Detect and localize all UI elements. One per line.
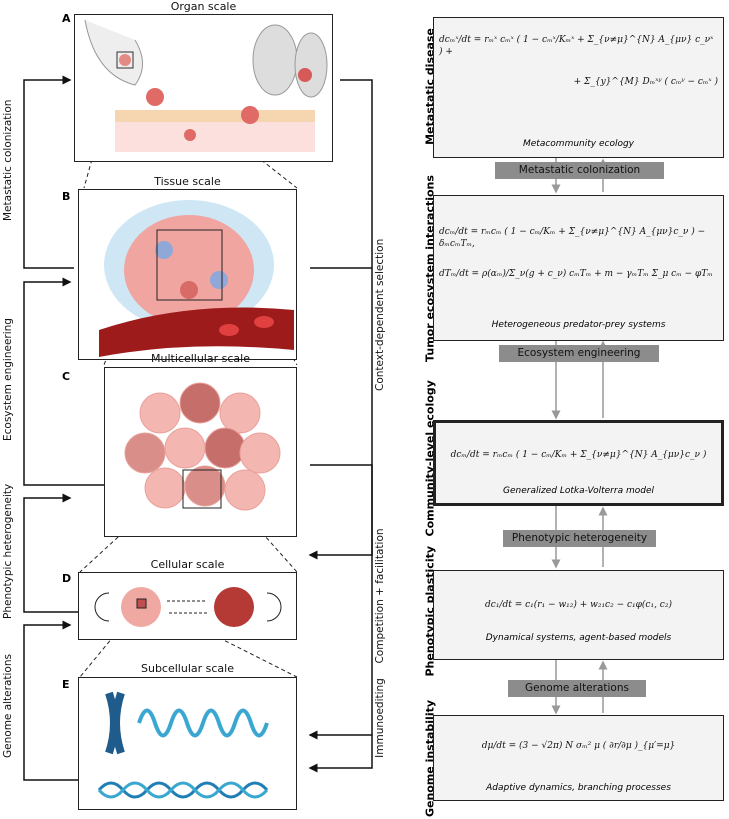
eq-box-community-ecology: dcₘ/dt = rₘcₘ ( 1 − cₘ/Kₘ + Σ_{ν≠μ}^{N} … [433,420,724,506]
caption: Heterogeneous predator-prey systems [491,320,666,330]
tissue-illustration [99,200,294,357]
panel-cellular-scale [78,572,297,640]
equation-line: dcₘ/dt = rₘcₘ ( 1 − cₘ/Kₘ + Σ_{ν≠μ}^{N} … [450,450,707,460]
transition-genome-alterations: Genome alterations [508,680,646,697]
panel-multicellular-scale [104,367,297,537]
panel-c-letter: C [62,370,71,383]
label-metastatic-colonization: Metastatic colonization [2,99,14,221]
eq-box-tumor-ecosystem: dcₘ/dt = rₘcₘ ( 1 − cₘ/Kₘ + Σ_{ν≠μ}^{N} … [433,195,724,341]
panel-d-letter: D [62,572,72,585]
panel-d-title: Cellular scale [150,558,225,571]
caption: Dynamical systems, agent-based models [485,633,672,643]
panel-e-letter: E [62,678,70,691]
panel-organ-scale [74,14,333,162]
panel-subcellular-scale [78,677,297,810]
panel-e-title: Subcellular scale [141,662,234,675]
equation-line: dTₘ/dt = ρ(αₘ)/Σ_ν(g + c_ν) cₘTₘ + m − γ… [439,269,713,279]
transition-ecosystem-engineering: Ecosystem engineering [499,345,659,362]
dna-illustration [97,691,269,799]
transition-metastatic-colonization: Metastatic colonization [495,162,664,179]
label-context-dependent-selection: Context-dependent selection [374,238,386,391]
caption: Adaptive dynamics, branching processes [486,783,671,793]
equation-line: dc₁/dt = c₁(r₁ − w₁₂) + w₂₁c₂ − c₁φ(c₁, … [485,600,672,610]
organ-illustration [84,19,328,152]
eq-box-metastatic-disease: dcₘˣ/dt = rₘˣ cₘˣ ( 1 − cₘˣ/Kₘˣ + Σ_{ν≠μ… [433,17,724,158]
equation-line: dcₘ/dt = rₘcₘ ( 1 − cₘ/Kₘ + Σ_{ν≠μ}^{N} … [439,227,706,249]
panel-tissue-scale [78,189,297,360]
label-immunoediting: Immunoediting [374,678,386,758]
eq-box-phenotypic-plasticity: dc₁/dt = c₁(r₁ − w₁₂) + w₂₁c₂ − c₁φ(c₁, … [433,570,724,660]
cell-cluster-illustration [124,382,281,511]
cell-states-illustration [94,587,282,627]
caption: Generalized Lotka-Volterra model [503,486,654,496]
transition-phenotypic-heterogeneity: Phenotypic heterogeneity [503,530,656,547]
equation-line: dμ/dt = (3 − √2π) N σₘ² μ ( ∂r/∂μ )_{μ′=… [481,741,676,751]
panel-b-title: Tissue scale [154,175,221,188]
equation-line: dcₘˣ/dt = rₘˣ cₘˣ ( 1 − cₘˣ/Kₘˣ + Σ_{ν≠μ… [439,35,714,57]
label-ecosystem-engineering: Ecosystem engineering [2,318,14,441]
equation-line: + Σ_{y}^{M} Dₘˣʸ ( cₘʸ − cₘˣ ) [573,77,718,87]
panel-c-title: Multicellular scale [151,352,250,365]
eq-box-genome-instability: dμ/dt = (3 − √2π) N σₘ² μ ( ∂r/∂μ )_{μ′=… [433,715,724,801]
label-genome-alterations: Genome alterations [2,654,14,758]
panel-b-letter: B [62,190,71,203]
caption: Metacommunity ecology [523,139,634,149]
panel-a-letter: A [62,12,71,25]
label-competition-facilitation: Competition + facilitation [374,526,386,666]
label-phenotypic-heterogeneity: Phenotypic heterogeneity [2,483,14,619]
panel-a-title: Organ scale [170,0,237,13]
